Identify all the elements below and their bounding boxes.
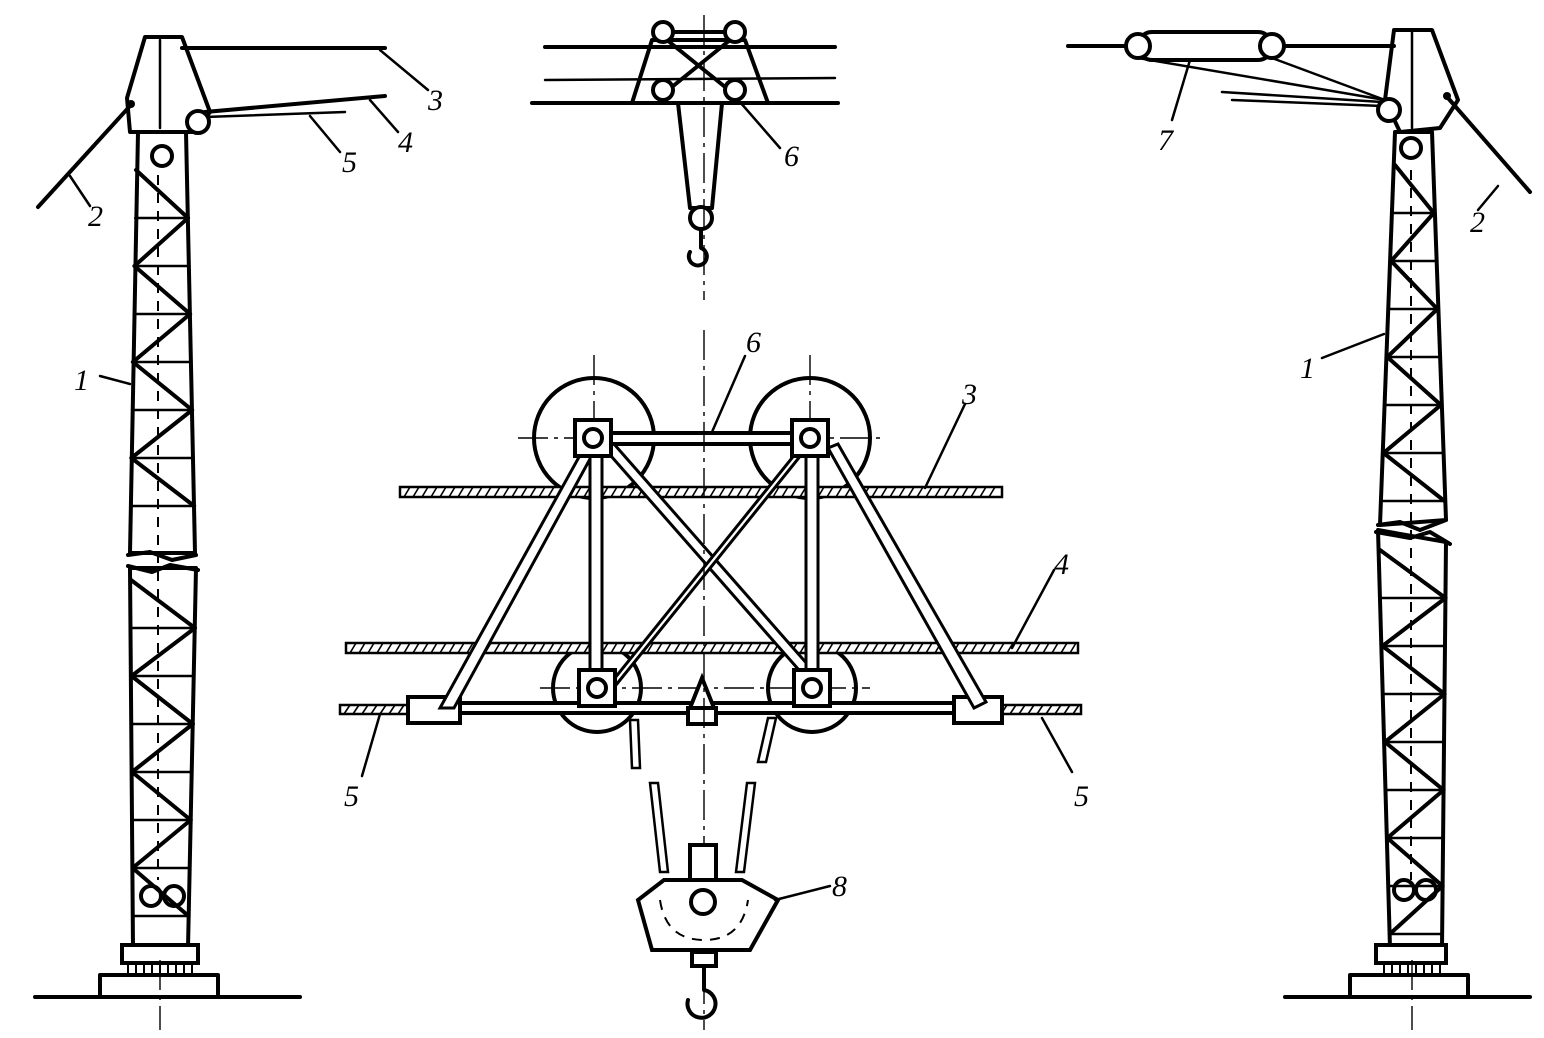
labels: 3 4 5 2 1 6 7 2 1 6 3 4 5 5 8 bbox=[74, 84, 1485, 903]
label-1-left: 1 bbox=[74, 364, 89, 397]
hanging-ropes bbox=[628, 716, 778, 770]
pulley-icon bbox=[651, 78, 675, 102]
hook-icon bbox=[685, 964, 718, 1020]
small-trolley-view bbox=[530, 15, 840, 300]
label-5-left: 5 bbox=[342, 146, 357, 179]
lattice-bracing bbox=[129, 578, 197, 918]
label-5-large-right: 5 bbox=[1074, 780, 1089, 813]
left-tower-ropes bbox=[36, 46, 387, 209]
label-6-large: 6 bbox=[746, 326, 761, 359]
label-4-left: 4 bbox=[398, 126, 413, 159]
lattice-bracing bbox=[1378, 548, 1448, 936]
large-trolley-view bbox=[338, 330, 1083, 1030]
right-tower-ropes bbox=[1066, 30, 1532, 194]
label-4-large: 4 bbox=[1054, 548, 1069, 581]
lattice-bracing bbox=[129, 168, 197, 508]
pulley-icon bbox=[723, 20, 747, 44]
label-6-small: 6 bbox=[784, 140, 799, 173]
lattice-bracing bbox=[1380, 163, 1447, 503]
pulley-icon bbox=[1124, 32, 1152, 60]
label-8: 8 bbox=[832, 870, 847, 903]
pulley-icon bbox=[1376, 97, 1402, 123]
label-2-left: 2 bbox=[88, 200, 103, 233]
right-tower bbox=[1348, 28, 1470, 1030]
label-2-right: 2 bbox=[1470, 206, 1485, 239]
carrying-rope bbox=[398, 485, 1004, 499]
pulley-icon bbox=[185, 109, 211, 135]
label-3-large: 3 bbox=[961, 378, 977, 411]
pulley-icon bbox=[723, 78, 747, 102]
leader-lines bbox=[68, 48, 1500, 902]
hauling-rope bbox=[344, 641, 1080, 655]
hook-block bbox=[635, 781, 781, 1020]
pulley-icon bbox=[651, 20, 675, 44]
label-1-right: 1 bbox=[1300, 352, 1315, 385]
label-3-left: 3 bbox=[427, 84, 443, 117]
label-7: 7 bbox=[1158, 124, 1175, 157]
label-5-large-left: 5 bbox=[344, 780, 359, 813]
left-tower bbox=[98, 35, 220, 1030]
pulley-icon bbox=[1258, 32, 1286, 60]
